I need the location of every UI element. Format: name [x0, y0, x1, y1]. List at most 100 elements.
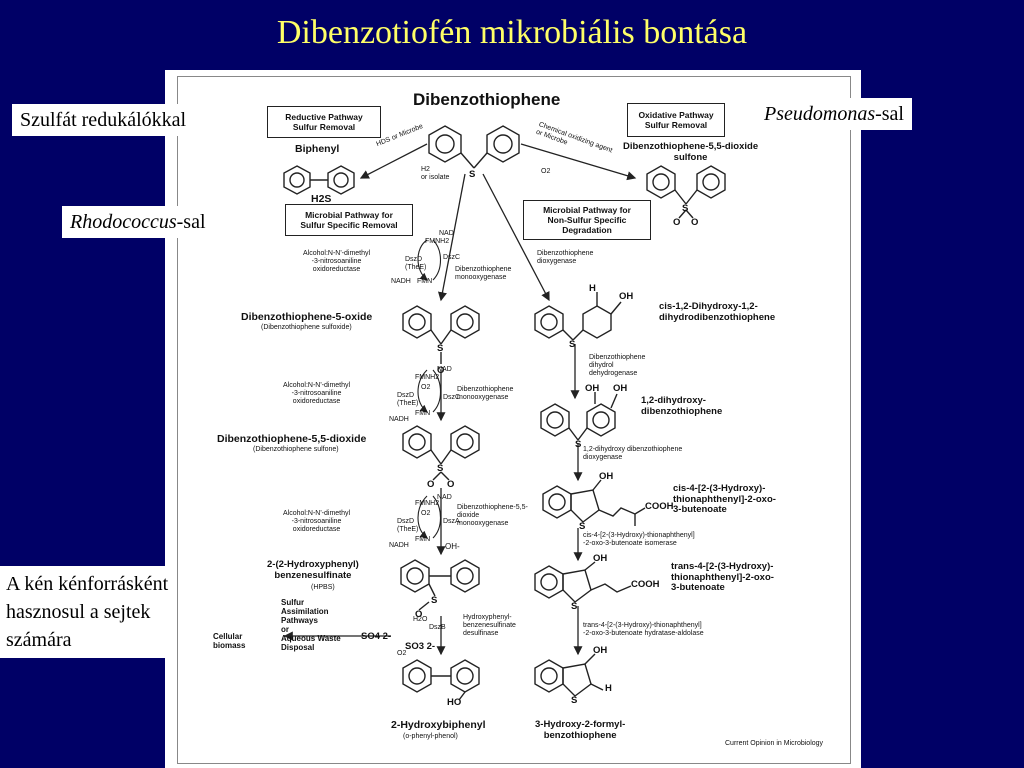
- biphenyl-label: Biphenyl: [295, 143, 340, 155]
- so4-label: SO4 2-: [361, 631, 392, 642]
- cis-dihydroxy-structure: [534, 292, 622, 341]
- s-atom-oxide: S: [437, 343, 444, 354]
- dbt-dioxide-sub: (Dibenzothiophene sulfone): [253, 446, 339, 453]
- dbt-dioxygenase: Dibenzothiophene dioxygenase: [537, 250, 594, 265]
- hpbs-sub: (HPBS): [311, 584, 335, 591]
- nadh-2: NADH: [389, 416, 409, 423]
- dbt-monooxygenase-2: Dibenzothiophene monooxygenase: [457, 386, 514, 401]
- figure-credit: Current Opinion in Microbiology: [725, 740, 824, 747]
- o-atom-sulfone-2: O: [691, 217, 699, 228]
- nadh-3: NADH: [389, 542, 409, 549]
- nad-3: NAD: [437, 494, 452, 501]
- dihydroxy-dbt-structure: [540, 392, 618, 441]
- oh-minus: OH-: [445, 542, 460, 551]
- oh-atom-cis-butenoate: OH: [599, 471, 614, 482]
- slide-title: Dibenzotiofén mikrobiális bontása: [276, 14, 748, 51]
- annotation-pseudomonas: Pseudomonas-sal: [756, 98, 912, 130]
- dihydroxy-dioxygenase: 1,2-dihydroxy dibenzothiophene dioxygena…: [583, 446, 683, 461]
- s-atom-dioxide: S: [437, 463, 444, 474]
- alcohol-oxidoreductase-1: Alcohol:N-N'-dimethyl -3-nitrosoaniline …: [303, 250, 371, 273]
- hydratase-aldolase: trans-4-[2-(3-Hydroxy)-thionaphthenyl] -…: [583, 622, 704, 637]
- dbt-oxide-structure: [402, 305, 480, 364]
- o-atom-dioxide-2: O: [447, 479, 455, 490]
- oh-atom-dihydroxy-2: OH: [613, 383, 628, 394]
- hpbs-desulfinase: Hydroxyphenyl- benzenesulfinate desulfin…: [463, 614, 516, 637]
- oxidative-pathway-box: Oxidative Pathway Sulfur Removal: [627, 103, 725, 137]
- specific-pathway-box: Microbial Pathway for Sulfur Specific Re…: [285, 204, 413, 236]
- s-atom-formyl: S: [571, 695, 578, 706]
- hydroxybiphenyl-structure: [402, 659, 480, 701]
- cooh-cis: COOH: [645, 501, 674, 512]
- so3-label: SO3 2-: [405, 641, 436, 652]
- dbt-dioxide-structure: [402, 425, 480, 481]
- pathway-structures: [283, 125, 726, 701]
- fmnh2-1: FMNH2: [425, 238, 450, 245]
- dszd-3: DszD (TheE): [397, 518, 419, 533]
- oh-atom-dihydroxy-1: OH: [585, 383, 600, 394]
- o-atom-dioxide-1: O: [427, 479, 435, 490]
- cis-butenoate-structure: [542, 479, 646, 526]
- fmnh2-3: FMNH2: [415, 500, 440, 507]
- dszc-1: DszC: [443, 254, 461, 261]
- h2-label: H2 or isolate: [421, 166, 450, 181]
- hydroxybiphenyl-sub: (o-phenyl-phenol): [403, 733, 458, 740]
- annotation-rhodococcus: Rhodococcus-sal: [62, 206, 214, 238]
- hpbs-structure: [400, 559, 480, 611]
- o2-label: O2: [541, 168, 551, 175]
- cis-butenoate-label: cis-4-[2-(3-Hydroxy)- thionaphthenyl]-2-…: [673, 483, 776, 515]
- s-atom-trans: S: [571, 601, 578, 612]
- o-atom-sulfone-1: O: [673, 217, 681, 228]
- nad-2: NAD: [437, 366, 452, 373]
- rhodococcus-italic: Rhodococcus: [70, 211, 177, 233]
- oh-atom-cis: OH: [619, 291, 634, 302]
- o2-2: O2: [421, 384, 431, 391]
- s-atom-sulfone: S: [682, 203, 689, 214]
- dbt-dioxide-monooxygenase: Dibenzothiophene-5,5- dioxide monooxygen…: [457, 504, 528, 527]
- h-atom-formyl: H: [605, 683, 612, 694]
- dszb: DszB: [429, 624, 446, 631]
- h2s-label: H2S: [311, 193, 332, 205]
- oh-atom-formyl: OH: [593, 645, 608, 656]
- pseudomonas-italic: Pseudomonas: [764, 103, 876, 125]
- dbt-sulfone-top-structure: [646, 165, 726, 219]
- dihydroxy-label: 1,2-dihydroxy- dibenzothiophene: [641, 395, 723, 417]
- trans-butenoate-label: trans-4-[2-(3-Hydroxy)- thionaphthenyl]-…: [671, 561, 774, 593]
- figure-frame: [177, 76, 851, 764]
- biphenyl-structure: [283, 165, 355, 195]
- trans-butenoate-structure: [534, 561, 632, 603]
- pseudomonas-suffix: -sal: [875, 103, 904, 125]
- hpbs-label: 2-(2-Hydroxyphenyl) benzenesulfinate: [267, 559, 359, 581]
- fmn-3: FMN: [415, 536, 431, 543]
- h-atom-cis: H: [589, 283, 596, 294]
- fmn-1: FMN: [417, 278, 433, 285]
- s-atom-top: S: [469, 169, 476, 180]
- diol-dehydrogenase: Dibenzothiophene dihydrol dehydrogenase: [589, 354, 646, 377]
- dszc-2: DszC: [443, 394, 461, 401]
- o2-3: O2: [421, 510, 431, 517]
- dbt-top-structure: [428, 125, 520, 169]
- nadh-1: NADH: [391, 278, 411, 285]
- dbt-dioxide-top-label: Dibenzothiophene-5,5-dioxide sulfone: [623, 141, 759, 163]
- dbt-monooxygenase-1: Dibenzothiophene monooxygenase: [455, 266, 512, 281]
- pathway-figure: Dibenzothiophene Reductive Pathway Sulfu…: [165, 70, 861, 768]
- reductive-pathway-box: Reductive Pathway Sulfur Removal: [267, 106, 381, 138]
- dbt-oxide-label: Dibenzothiophene-5-oxide: [241, 311, 373, 323]
- isomerase: cis-4-[2-(3-Hydroxy)-thionaphthenyl] -2-…: [583, 532, 695, 547]
- dszd-2: DszD (TheE): [397, 392, 419, 407]
- alcohol-oxidoreductase-3: Alcohol:N-N'-dimethyl -3-nitrosoaniline …: [283, 510, 351, 533]
- h2o-label: H2O: [413, 616, 428, 623]
- formyl-label: 3-Hydroxy-2-formyl- benzothiophene: [535, 719, 626, 741]
- nad-1: NAD: [439, 230, 454, 237]
- sulfur-assimilation-label: Sulfur Assimilation Pathways or Aqueous …: [281, 598, 341, 652]
- fmn-2: FMN: [415, 410, 431, 417]
- cellular-biomass-label: Cellular biomass: [213, 632, 246, 650]
- annotation-sulfur-source: A kén kénforrásként hasznosul a sejtek s…: [0, 566, 176, 658]
- cis-dihydroxy-label: cis-1,2-Dihydroxy-1,2- dihydrodibenzothi…: [659, 301, 776, 323]
- dbt-oxide-sub: (Dibenzothiophene sulfoxide): [261, 324, 352, 331]
- rhodococcus-suffix: -sal: [176, 211, 206, 233]
- cooh-trans: COOH: [631, 579, 660, 590]
- dbt-dioxide-label: Dibenzothiophene-5,5-dioxide: [217, 433, 367, 445]
- s-atom-cis-butenoate: S: [579, 521, 586, 532]
- dsza: DszA: [443, 518, 460, 525]
- s-atom-hpbs: S: [431, 595, 438, 606]
